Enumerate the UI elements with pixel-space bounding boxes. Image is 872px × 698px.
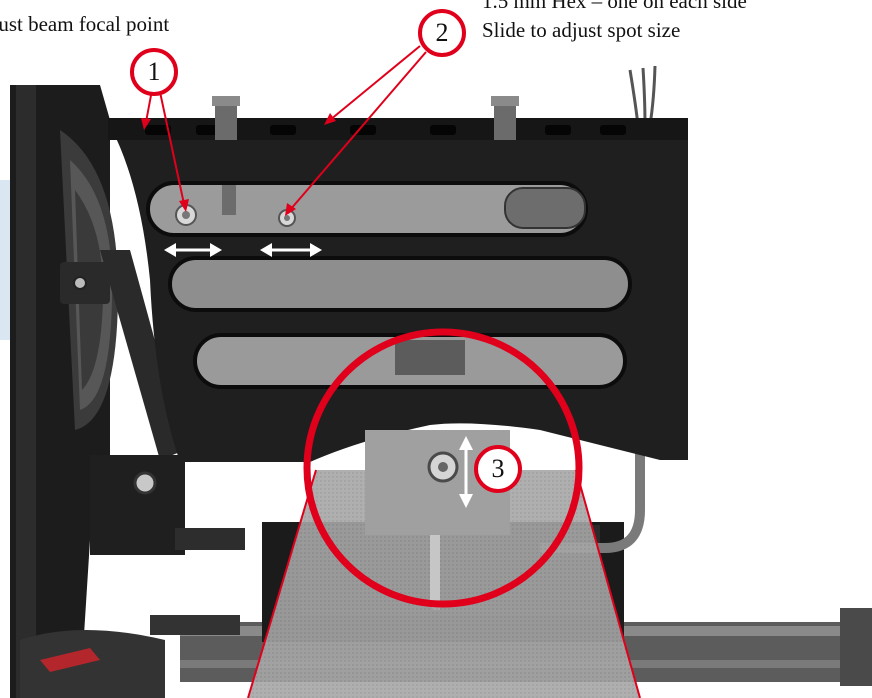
- background-strip: [0, 180, 12, 340]
- caption-focal-point: djust beam focal point: [0, 12, 170, 36]
- tilt-arm: [100, 250, 185, 460]
- lens-housing: [108, 96, 688, 462]
- zoom-cone: [248, 470, 640, 698]
- rotation-knob: [20, 630, 165, 698]
- adjust-arrow-3: [459, 436, 473, 508]
- clamp-block: [90, 455, 185, 555]
- callout-2: 2: [418, 9, 466, 57]
- adjust-arrow-2: [260, 243, 322, 257]
- callout-3: 3: [474, 445, 522, 493]
- caption-hex-size: 1.5 mm Hex – one on each side: [482, 0, 747, 13]
- caption-spot-size: Slide to adjust spot size: [482, 18, 681, 42]
- leader-lines: [141, 45, 427, 216]
- support-column: [10, 85, 119, 698]
- callout-1: 1: [130, 48, 178, 96]
- clamp-screw: [133, 471, 157, 495]
- coolant-pipe: [540, 380, 645, 553]
- zoom-highlight-circle: [303, 328, 583, 608]
- adjust-arrow-1: [164, 243, 222, 257]
